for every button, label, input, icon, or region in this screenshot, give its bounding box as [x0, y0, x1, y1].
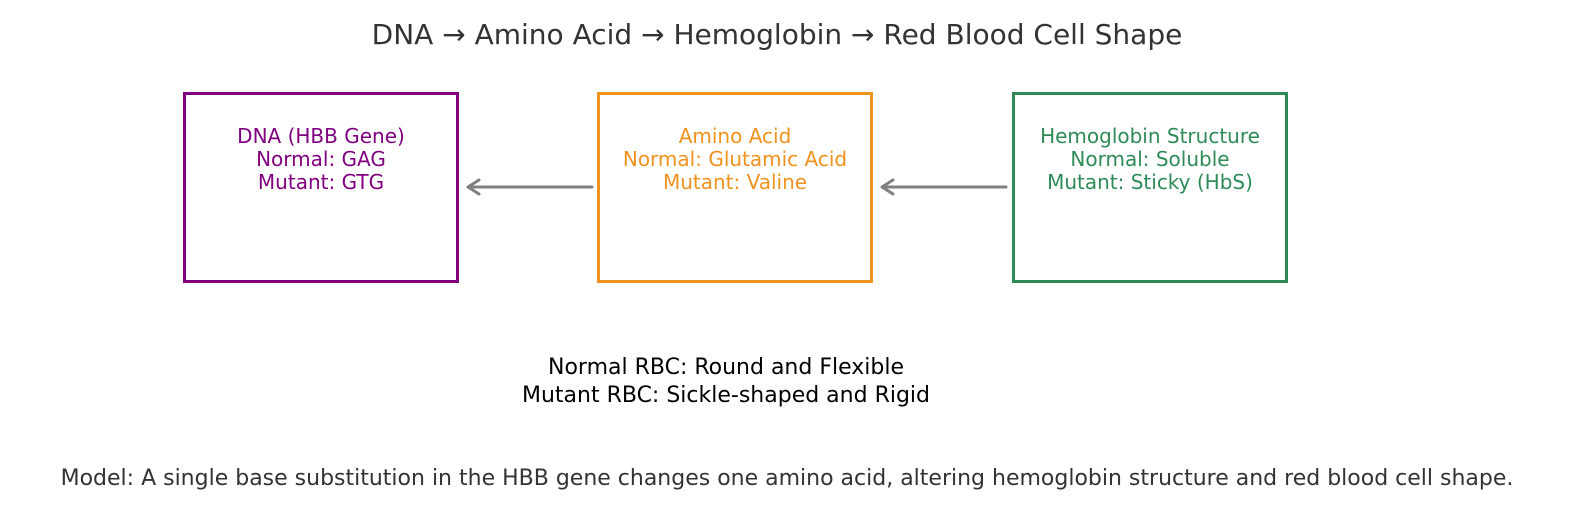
amino-acid-box-text: Amino Acid Normal: Glutamic Acid Mutant:… — [600, 125, 870, 194]
hemoglobin-box: Hemoglobin Structure Normal: Soluble Mut… — [1012, 92, 1288, 283]
dna-box-heading: DNA (HBB Gene) — [237, 124, 405, 148]
arrow-hemoglobin-to-amino — [880, 178, 1008, 196]
model-caption: Model: A single base substitution in the… — [60, 466, 1514, 491]
dna-box: DNA (HBB Gene) Normal: GAG Mutant: GTG — [183, 92, 459, 283]
amino-acid-box-mutant: Mutant: Valine — [662, 170, 808, 194]
amino-acid-box-heading: Amino Acid — [678, 124, 792, 148]
rbc-shape-text: Normal RBC: Round and Flexible Mutant RB… — [326, 354, 1126, 410]
dna-box-text: DNA (HBB Gene) Normal: GAG Mutant: GTG — [186, 125, 456, 194]
hemoglobin-box-normal: Normal: Soluble — [1070, 147, 1230, 171]
rbc-normal: Normal RBC: Round and Flexible — [548, 355, 904, 380]
hemoglobin-box-mutant: Mutant: Sticky (HbS) — [1047, 170, 1253, 194]
amino-acid-box: Amino Acid Normal: Glutamic Acid Mutant:… — [597, 92, 873, 283]
diagram-title: DNA → Amino Acid → Hemoglobin → Red Bloo… — [371, 18, 1183, 51]
arrow-amino-to-dna — [466, 178, 594, 196]
hemoglobin-box-heading: Hemoglobin Structure — [1040, 124, 1260, 148]
amino-acid-box-normal: Normal: Glutamic Acid — [622, 147, 848, 171]
dna-box-mutant: Mutant: GTG — [257, 170, 385, 194]
rbc-mutant: Mutant RBC: Sickle-shaped and Rigid — [521, 383, 931, 408]
hemoglobin-box-text: Hemoglobin Structure Normal: Soluble Mut… — [1015, 125, 1285, 194]
dna-box-normal: Normal: GAG — [256, 147, 386, 171]
